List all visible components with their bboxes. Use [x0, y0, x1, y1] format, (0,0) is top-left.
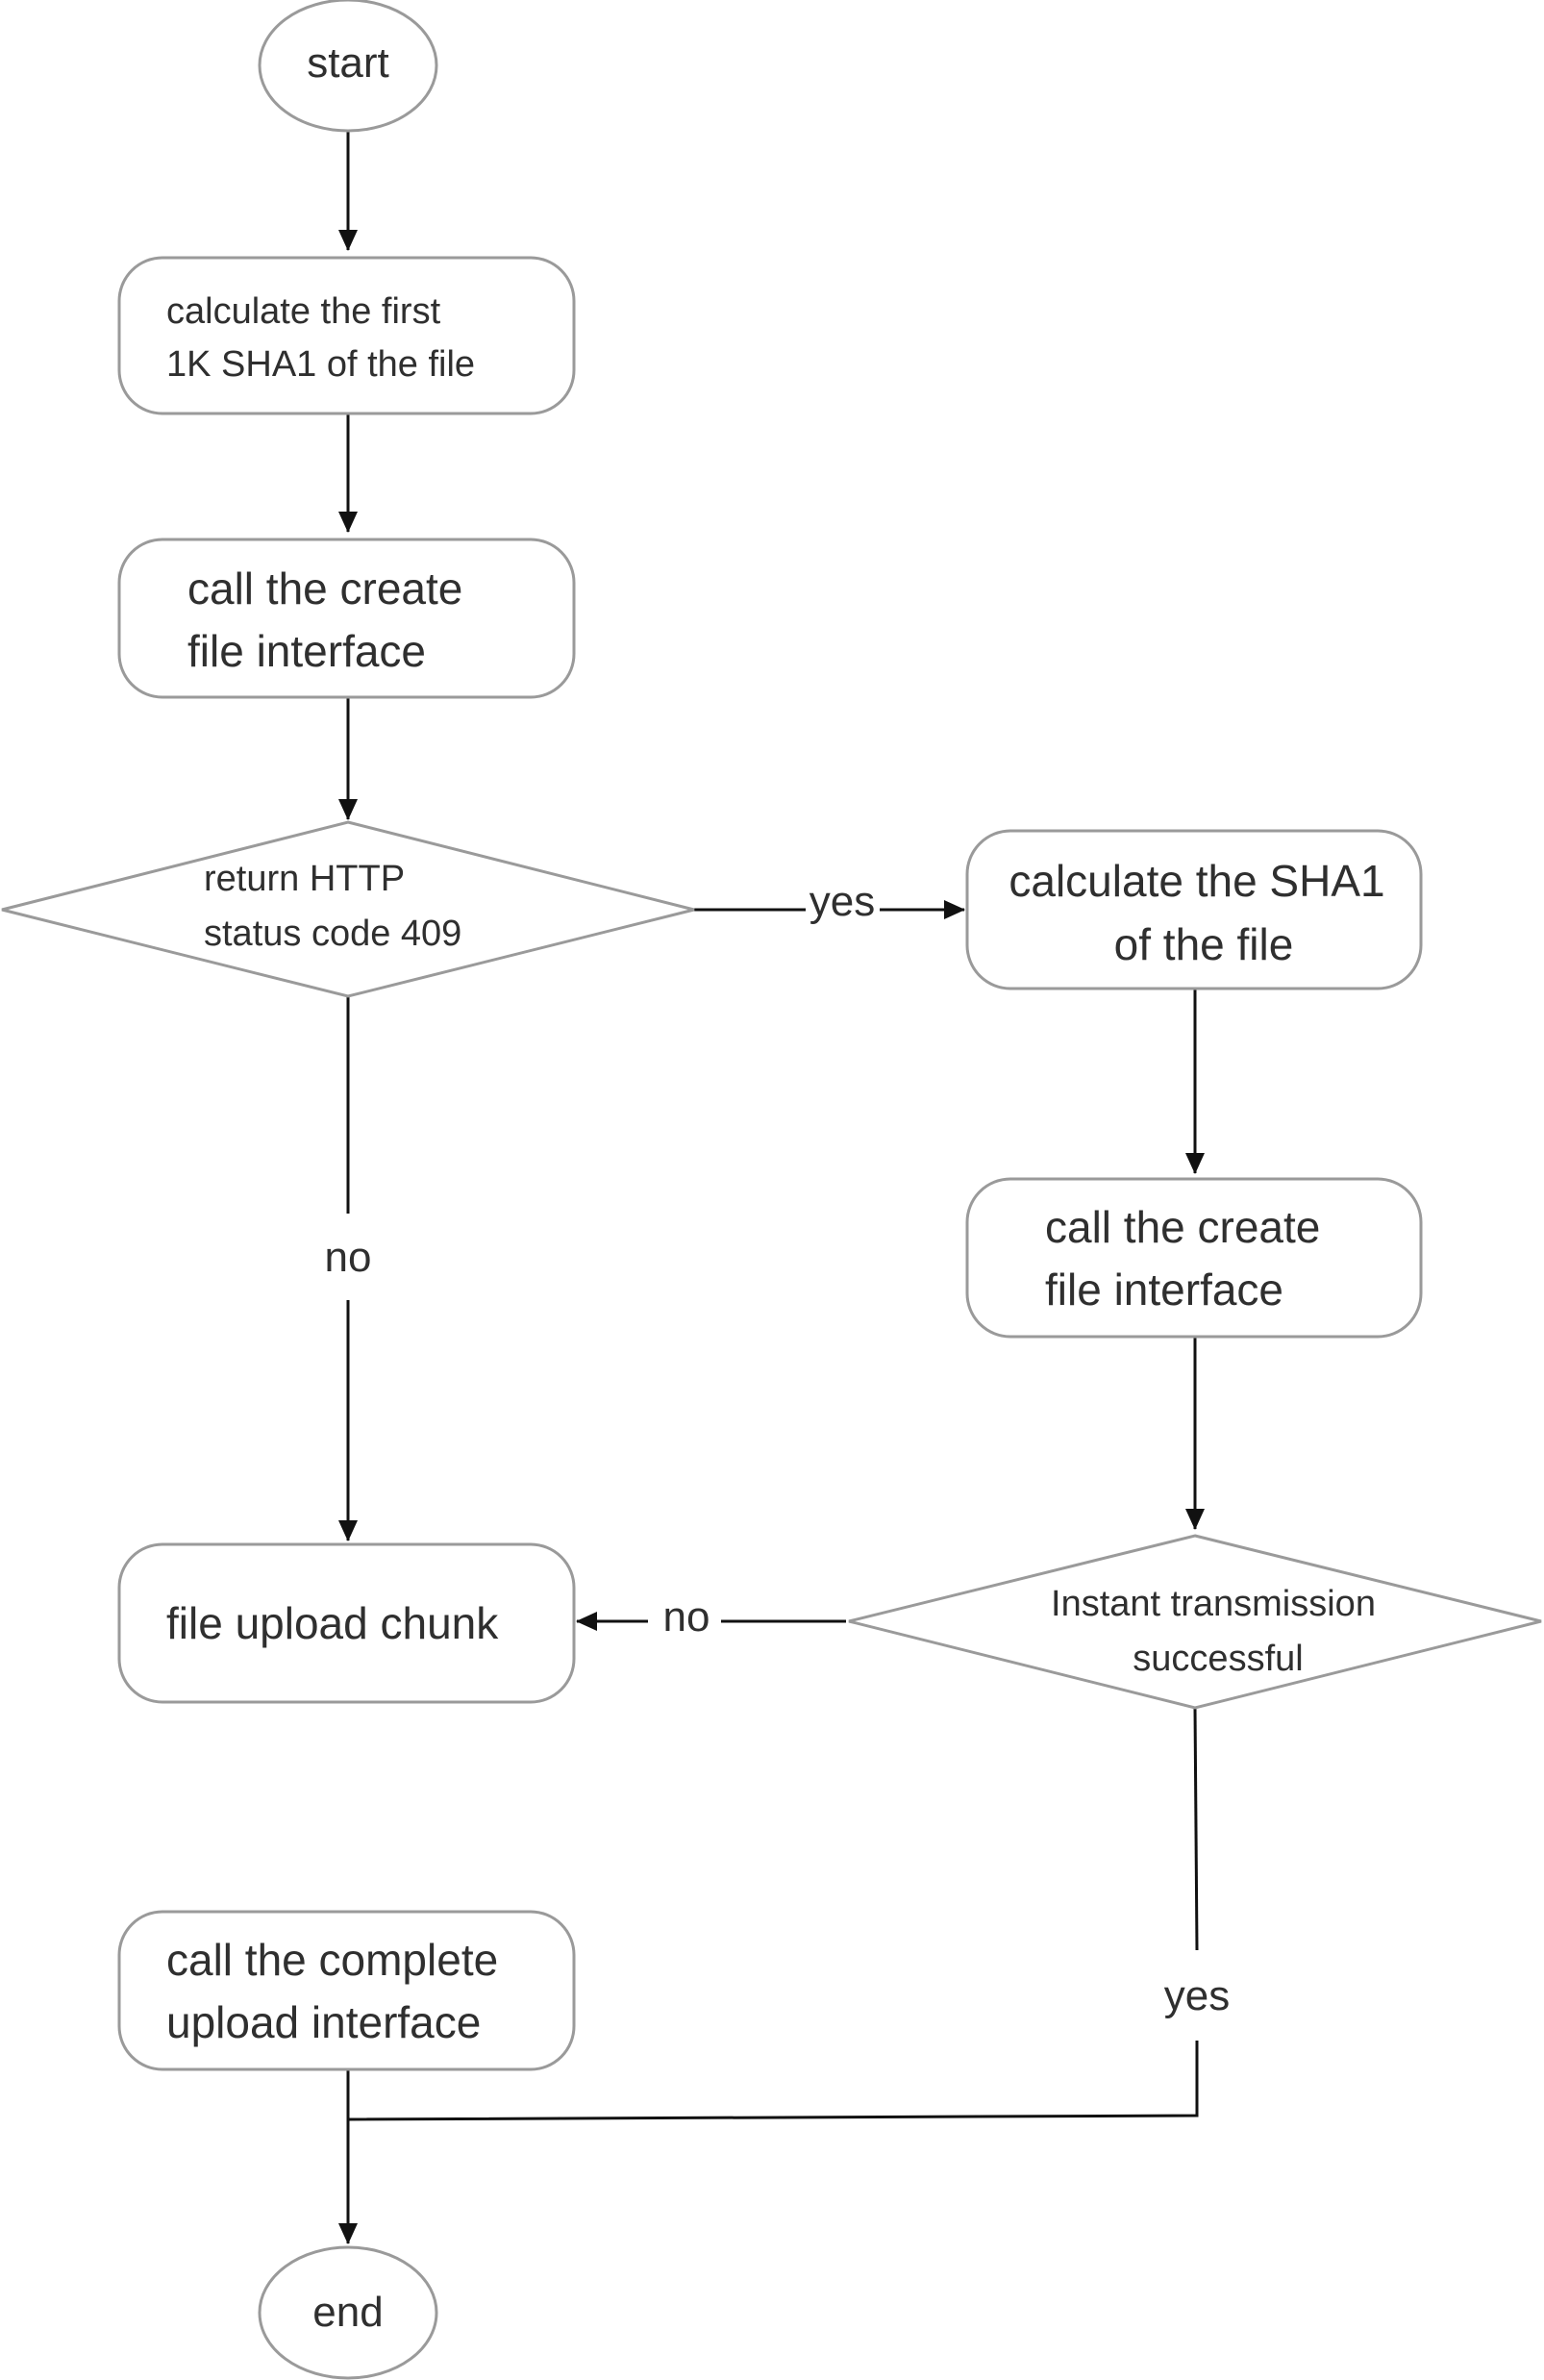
complete-upload-node: call the complete upload interface [117, 1910, 576, 2071]
decision-instant-line1: Instant transmission [1051, 1584, 1376, 1624]
calc-first-1k-line2: 1K SHA1 of the file [166, 344, 475, 385]
create-file-interface-node-left: call the create file interface [117, 538, 576, 699]
create-file-left-line1: call the create [187, 564, 462, 614]
decision-409-line2: status code 409 [204, 914, 461, 954]
create-file-right-line2: file interface [1045, 1265, 1283, 1315]
start-node-label: start [307, 39, 389, 87]
edge-label-yes-409: yes [809, 878, 875, 925]
file-upload-chunk-label: file upload chunk [166, 1598, 499, 1648]
calc-first-1k-line1: calculate the first [166, 291, 441, 332]
edge-label-no-409: no [325, 1234, 372, 1281]
calc-sha1-node: calculate the SHA1 of the file [965, 829, 1423, 990]
complete-upload-line2: upload interface [166, 1997, 481, 2047]
create-file-right-line1: call the create [1045, 1202, 1320, 1252]
edge-labels: yes no no yes [325, 878, 1231, 2019]
end-node: end [258, 2245, 438, 2380]
create-file-interface-node-right: call the create file interface [965, 1177, 1423, 1339]
calc-sha1-line2: of the file [1114, 919, 1294, 969]
end-node-label: end [312, 2289, 383, 2336]
decision-instant-node: Instant transmission successful [848, 1534, 1542, 1710]
calc-sha1-line1: calculate the SHA1 [1009, 856, 1384, 906]
edge-label-yes-instant: yes [1164, 1972, 1230, 2019]
complete-upload-line1: call the complete [166, 1935, 498, 1985]
calc-first-1k-sha1-node: calculate the first 1K SHA1 of the file [117, 256, 576, 415]
decision-409-node: return HTTP status code 409 [1, 820, 695, 998]
decision-instant-line2: successful [1133, 1639, 1303, 1679]
edge-decision-instant-yes-top [1193, 1707, 1199, 1951]
file-upload-chunk-node: file upload chunk [117, 1542, 576, 1704]
create-file-left-line2: file interface [187, 626, 426, 676]
edge-label-no-instant: no [663, 1593, 710, 1641]
decision-409-line1: return HTTP [204, 859, 405, 899]
start-node: start [258, 0, 438, 133]
edge-decision-instant-yes-bottom [347, 2041, 1199, 2121]
edges [338, 132, 1205, 2244]
